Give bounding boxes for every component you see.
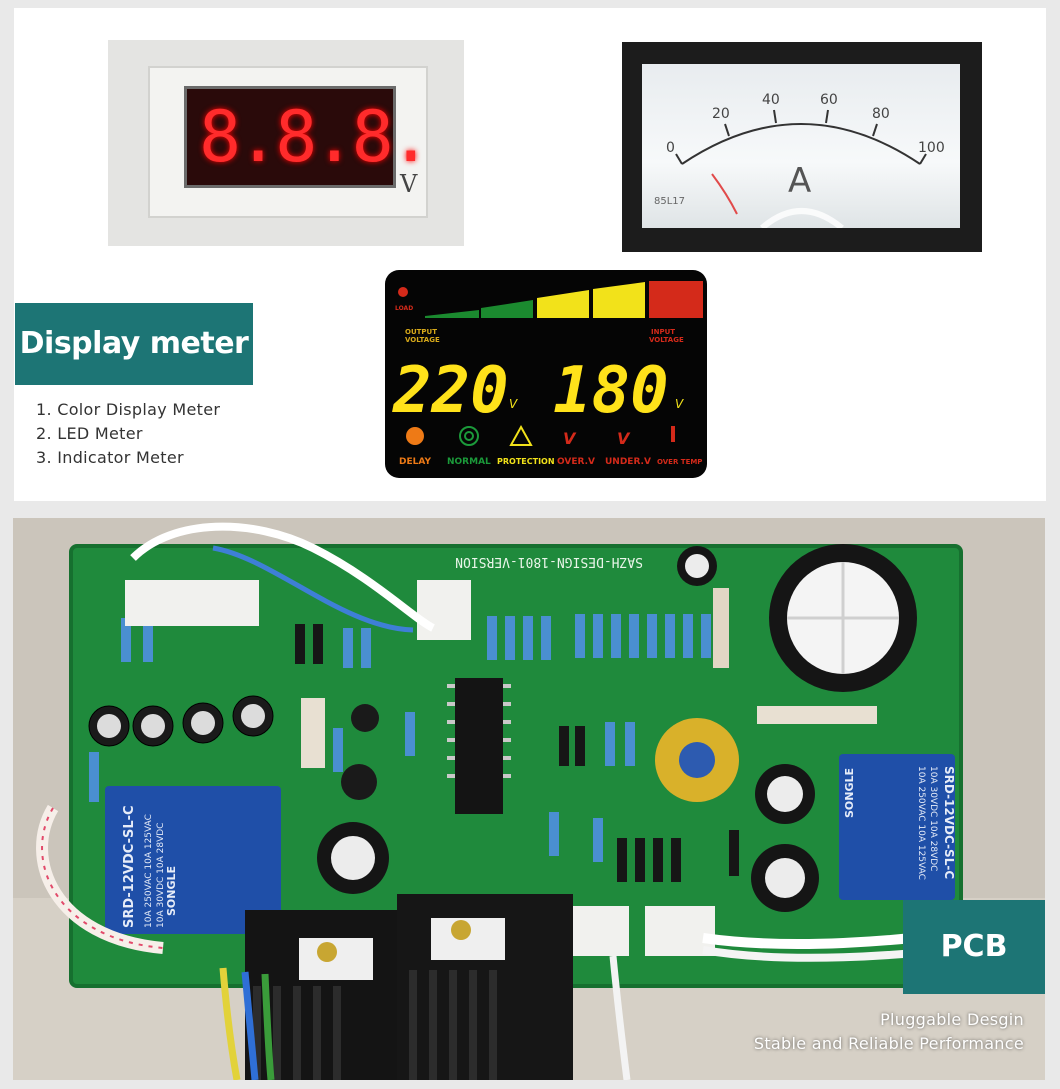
ammeter-scale-0: 0	[666, 140, 675, 156]
cm-ind-overtemp: OVER TEMP	[657, 458, 702, 466]
pcb-board-text: SAZH-DESIGN-1801-VERSION	[455, 554, 643, 569]
relay-right-text: SRD-12VDC-SL-C	[942, 766, 956, 879]
led-meter-bezel: 8.8.8. V	[148, 66, 432, 218]
cm-input-unit: V	[675, 397, 684, 411]
cm-input-label-2: VOLTAGE	[649, 336, 684, 344]
list-item: 2. LED Meter	[36, 424, 143, 443]
display-meter-title: Display meter	[19, 326, 249, 361]
list-item: 1. Color Display Meter	[36, 400, 221, 419]
relay-left-rating-2: 10A 30VDC 10A 28VDC	[156, 823, 166, 928]
led-meter-photo: 8.8.8. V	[108, 40, 464, 246]
relay-left-text: SRD-12VDC-SL-C	[122, 805, 137, 928]
list-item: 3. Indicator Meter	[36, 448, 184, 467]
ammeter-scale: 0 20 40 60 80 100 A 85L17	[654, 92, 945, 228]
pcb-title-band: PCB	[903, 900, 1045, 994]
cm-input-label-1: INPUT	[651, 328, 675, 336]
cm-output-label-1: OUTPUT	[405, 328, 437, 336]
pcb-title: PCB	[940, 929, 1008, 964]
ammeter-scale-100: 100	[918, 140, 945, 156]
pcb-caption-line: Pluggable Desgin	[880, 1010, 1024, 1029]
cm-ind-protection: PROTECTION	[497, 457, 555, 466]
ammeter-face: 0 20 40 60 80 100 A 85L17	[642, 64, 960, 228]
ammeter-unit: A	[788, 161, 811, 201]
cm-input-value: 180	[553, 354, 669, 428]
led-meter-unit: V	[400, 170, 418, 198]
cm-ind-overv: OVER.V	[557, 457, 595, 467]
cm-ind-normal: NORMAL	[447, 457, 491, 467]
ammeter-scale-20: 20	[712, 106, 730, 122]
led-meter-window: 8.8.8.	[184, 86, 432, 188]
cm-ind-delay: DELAY	[399, 457, 431, 467]
analog-ammeter-photo: 0 20 40 60 80 100 A 85L17	[622, 42, 982, 252]
relay-left-rating-1: 10A 250VAC 10A 125VAC	[144, 814, 154, 928]
display-meter-title-band: Display meter	[15, 303, 253, 385]
relay-right-rating-1: 10A 250VAC 10A 125VAC	[916, 766, 926, 880]
cm-load-label: LOAD	[395, 305, 413, 312]
over-voltage-icon: V	[563, 429, 577, 448]
relay-right-brand: SONGLE	[843, 768, 856, 818]
pcb-caption: Pluggable Desgin Stable and Reliable Per…	[754, 1008, 1024, 1056]
relay-left-brand: SONGLE	[165, 866, 178, 916]
cm-output-label-2: VOLTAGE	[405, 336, 440, 344]
ammeter-scale-40: 40	[762, 92, 780, 108]
pcb-caption-line: Stable and Reliable Performance	[753, 1034, 1024, 1053]
cm-ind-underv: UNDER.V	[605, 457, 651, 467]
under-voltage-icon: V	[617, 429, 631, 448]
ammeter-scale-60: 60	[820, 92, 838, 108]
temperature-icon	[671, 426, 675, 442]
cm-output-unit: V	[509, 397, 518, 411]
cm-output-value: 220	[392, 354, 509, 428]
display-meter-list: 1. Color Display Meter 2. LED Meter 3. I…	[36, 398, 220, 470]
pcb-illustration: SAZH-DESIGN-1801-VERSION	[13, 518, 1045, 1080]
pcb-photo: SAZH-DESIGN-1801-VERSION	[13, 518, 1045, 1080]
relay-right-rating-2: 10A 30VDC 10A 28VDC	[928, 766, 938, 871]
led-meter-digits: 8.8.8.	[199, 96, 432, 178]
ammeter-model: 85L17	[654, 196, 685, 207]
ammeter-scale-80: 80	[872, 106, 890, 122]
